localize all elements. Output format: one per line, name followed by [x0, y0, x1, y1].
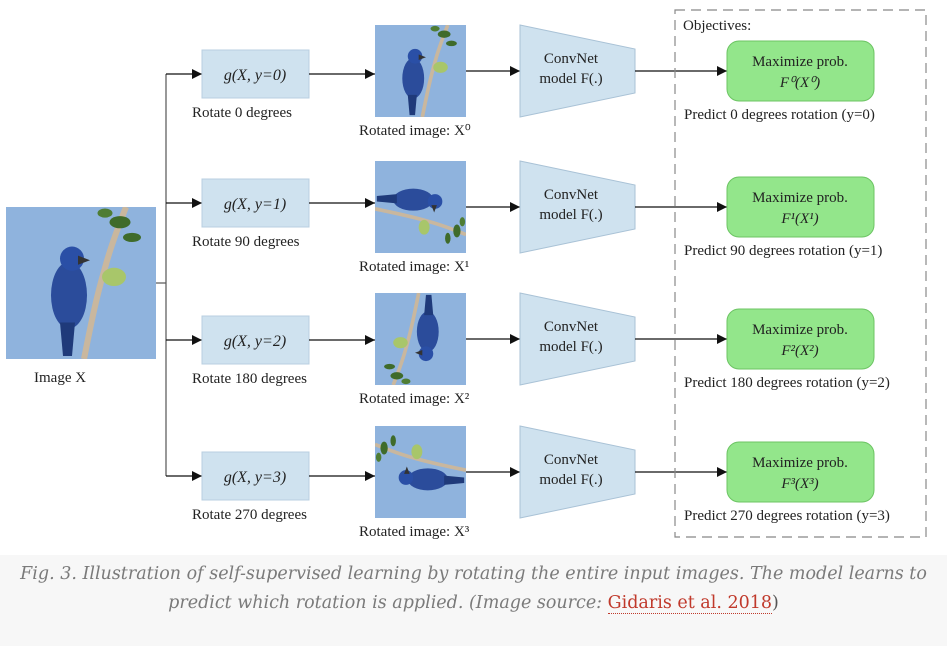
rotation-func-box: [201, 451, 310, 501]
rotate-label: Rotate 180 degrees: [192, 371, 307, 387]
objectives-frame: [674, 9, 927, 538]
predict-label: Predict 0 degrees rotation (y=0): [684, 107, 875, 123]
rotation-func-box: [201, 315, 310, 365]
rotated-image: [375, 161, 466, 253]
rotate-label: Rotate 90 degrees: [192, 234, 300, 250]
caption-text: Fig. 3. Illustration of self-supervised …: [20, 564, 927, 613]
rotation-func-label: g(X, y=2): [224, 333, 286, 350]
convnet-label-1: ConvNet: [544, 187, 599, 203]
predict-label: Predict 270 degrees rotation (y=3): [684, 508, 890, 524]
rotated-image-label: Rotated image: X³: [359, 524, 470, 540]
rotated-image: [375, 25, 466, 117]
input-label: Image X: [34, 370, 86, 386]
predict-label: Predict 180 degrees rotation (y=2): [684, 375, 890, 391]
convnet-label-1: ConvNet: [544, 319, 599, 335]
objective-box: [726, 441, 875, 503]
objectives-title: Objectives:: [683, 18, 751, 34]
predict-label: Predict 90 degrees rotation (y=1): [684, 243, 882, 259]
objective-box: [726, 40, 875, 102]
input-image: [6, 207, 156, 359]
rotation-func-box: [201, 49, 310, 99]
objective-formula: F³(X³): [780, 476, 818, 492]
convnet-label-2: model F(.): [539, 71, 602, 87]
objective-formula: F⁰(X⁰): [779, 75, 820, 91]
convnet-label-1: ConvNet: [544, 51, 599, 67]
rotation-func-label: g(X, y=1): [224, 196, 286, 213]
rotated-image-label: Rotated image: X²: [359, 391, 470, 407]
objective-box: [726, 308, 875, 370]
convnet-block: [519, 292, 636, 386]
convnet-block: [519, 24, 636, 118]
objective-label: Maximize prob.: [752, 455, 848, 471]
figure-caption: Fig. 3. Illustration of self-supervised …: [0, 560, 947, 618]
objective-formula: F¹(X¹): [780, 211, 818, 227]
convnet-block: [519, 160, 636, 254]
objective-box: [726, 176, 875, 238]
rotate-label: Rotate 270 degrees: [192, 507, 307, 523]
rotated-image: [375, 293, 466, 385]
rotated-image: [375, 426, 466, 518]
rotate-label: Rotate 0 degrees: [192, 105, 292, 121]
convnet-label-2: model F(.): [539, 207, 602, 223]
rotated-image-label: Rotated image: X⁰: [359, 123, 471, 139]
rotation-func-label: g(X, y=3): [224, 469, 286, 486]
convnet-label-2: model F(.): [539, 339, 602, 355]
objective-label: Maximize prob.: [752, 322, 848, 338]
convnet-label-2: model F(.): [539, 472, 602, 488]
objective-formula: F²(X²): [780, 343, 818, 359]
rotated-image-label: Rotated image: X¹: [359, 259, 469, 275]
convnet-label-1: ConvNet: [544, 452, 599, 468]
rotation-func-label: g(X, y=0): [224, 67, 286, 84]
caption-close: ): [772, 593, 779, 613]
source-link[interactable]: Gidaris et al. 2018: [607, 593, 773, 614]
convnet-block: [519, 425, 636, 519]
objective-label: Maximize prob.: [752, 190, 848, 206]
rotation-diagram: Image X g(X, y=0) Rotate 0 degreesRotated…: [0, 9, 927, 540]
objective-label: Maximize prob.: [752, 54, 848, 70]
